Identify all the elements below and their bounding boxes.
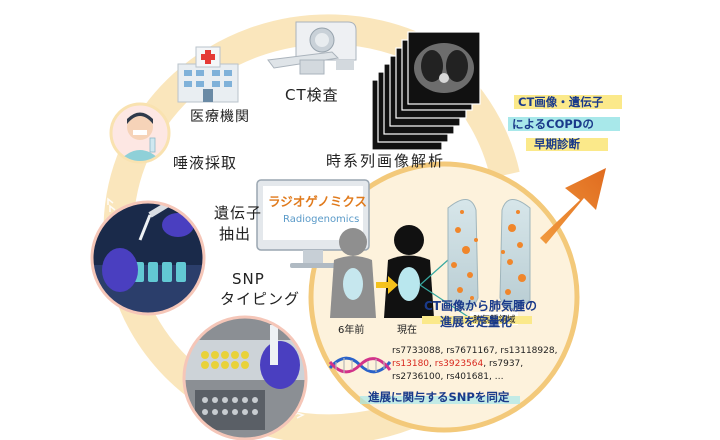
label-hospital: 医療機関	[190, 108, 250, 125]
ct-image-stack-icon	[371, 31, 481, 151]
label-ct-scan: CT検査	[285, 86, 339, 104]
result-line1: CT画像・遺伝子	[518, 95, 604, 109]
label-dna-line1: 遺伝子	[214, 204, 262, 222]
label-snp-line1: SNP	[232, 270, 265, 288]
snp-plate-icon	[182, 315, 308, 440]
pipette-icon	[90, 200, 206, 316]
result-line2: によるCOPDの	[512, 117, 594, 131]
silhouette-now-icon	[384, 225, 434, 318]
snp-list-line1: rs7733088, rs7671167, rs13118928,	[392, 346, 557, 356]
snp-sep: ,	[429, 359, 435, 369]
monitor-title: ラジオゲノミクス	[268, 194, 367, 209]
hospital-icon	[177, 46, 239, 103]
snp-red-b: rs3923564	[435, 359, 484, 369]
quant-highlight	[422, 316, 532, 324]
silhouette-before-icon	[330, 228, 376, 318]
before-label: 6年前	[338, 323, 364, 336]
monitor-icon	[256, 179, 370, 268]
label-saliva: 唾液採取	[173, 154, 237, 172]
result-line3: 早期診断	[534, 137, 580, 151]
quant-line2: 進展を定量化	[440, 314, 512, 329]
now-label: 現在	[397, 324, 417, 336]
before-to-now-arrow	[376, 276, 398, 294]
snp-rest: , rs7937,	[483, 359, 523, 369]
result-highlights	[508, 95, 622, 151]
label-dna-line2: 抽出	[219, 225, 251, 243]
snp-red-a: rs13180	[392, 359, 429, 369]
monitor-subtitle: Radiogenomics	[283, 214, 359, 225]
quant-line1: CT画像から肺気腫の	[424, 298, 537, 313]
lung-3d-icon	[419, 199, 531, 325]
label-timeseries: 時系列画像解析	[326, 152, 445, 170]
label-snp-line2: タイピング	[220, 290, 300, 308]
lung-tag: 肺気腫領域	[473, 314, 516, 325]
ct-scanner-icon	[267, 21, 357, 75]
snp-list-line2: rs13180, rs3923564, rs7937,	[392, 359, 523, 369]
big-arrow-icon	[540, 168, 606, 244]
dna-icon	[328, 356, 392, 374]
patient-icon	[109, 102, 171, 164]
snp-caption-highlight	[360, 396, 520, 404]
snp-caption: 進展に関与するSNPを同定	[368, 390, 510, 404]
snp-list-line3: rs2736100, rs401681, …	[392, 372, 504, 382]
